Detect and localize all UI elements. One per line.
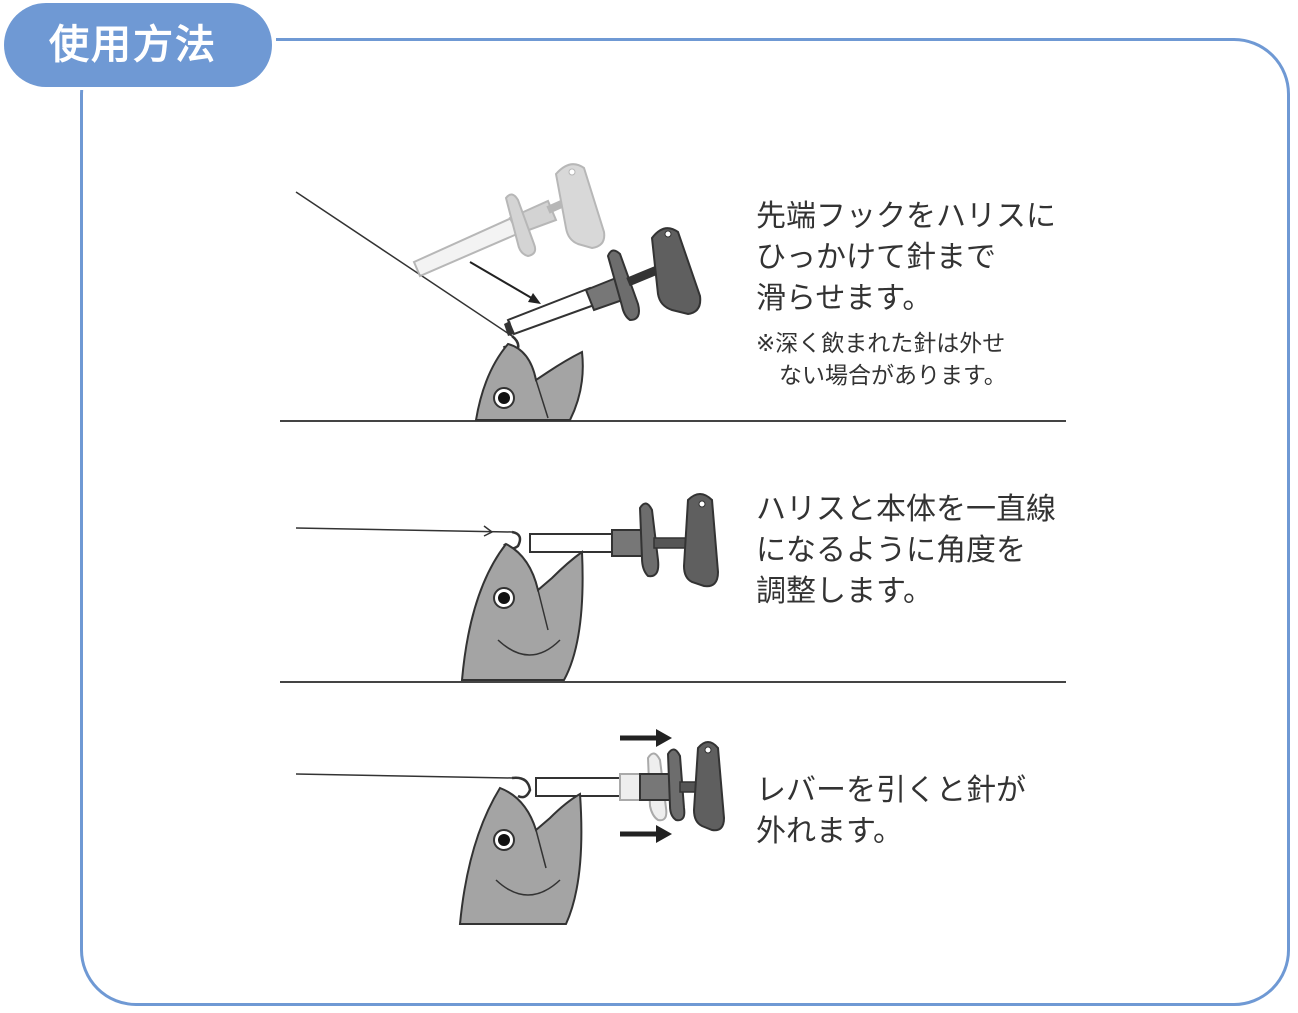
step1-description: 先端フックをハリスに ひっかけて針まで 滑らせます。 bbox=[756, 199, 1056, 316]
step2-illustration bbox=[295, 493, 720, 681]
step1-note: ※深く飲まれた針は外せ ない場合があります。 bbox=[756, 331, 1007, 389]
instruction-panel bbox=[80, 38, 1290, 1006]
step2-fish bbox=[460, 542, 584, 681]
step1-ghost-tool bbox=[412, 163, 606, 278]
step2-tool bbox=[529, 493, 720, 588]
step1-tool bbox=[504, 227, 702, 336]
step3-description: レバーを引くと針が 外れます。 bbox=[756, 773, 1026, 849]
step3-tool bbox=[535, 741, 726, 832]
step3-illustration bbox=[295, 729, 726, 925]
step3-fish bbox=[458, 786, 583, 925]
section-title: 使用方法 bbox=[49, 22, 217, 68]
step1-illustration bbox=[295, 163, 702, 421]
step1-fish bbox=[474, 342, 584, 421]
section-tab bbox=[4, 3, 272, 87]
pull-arrows bbox=[620, 729, 672, 843]
step2-description: ハリスと本体を一直線 になるように角度を 調整します。 bbox=[756, 492, 1056, 609]
